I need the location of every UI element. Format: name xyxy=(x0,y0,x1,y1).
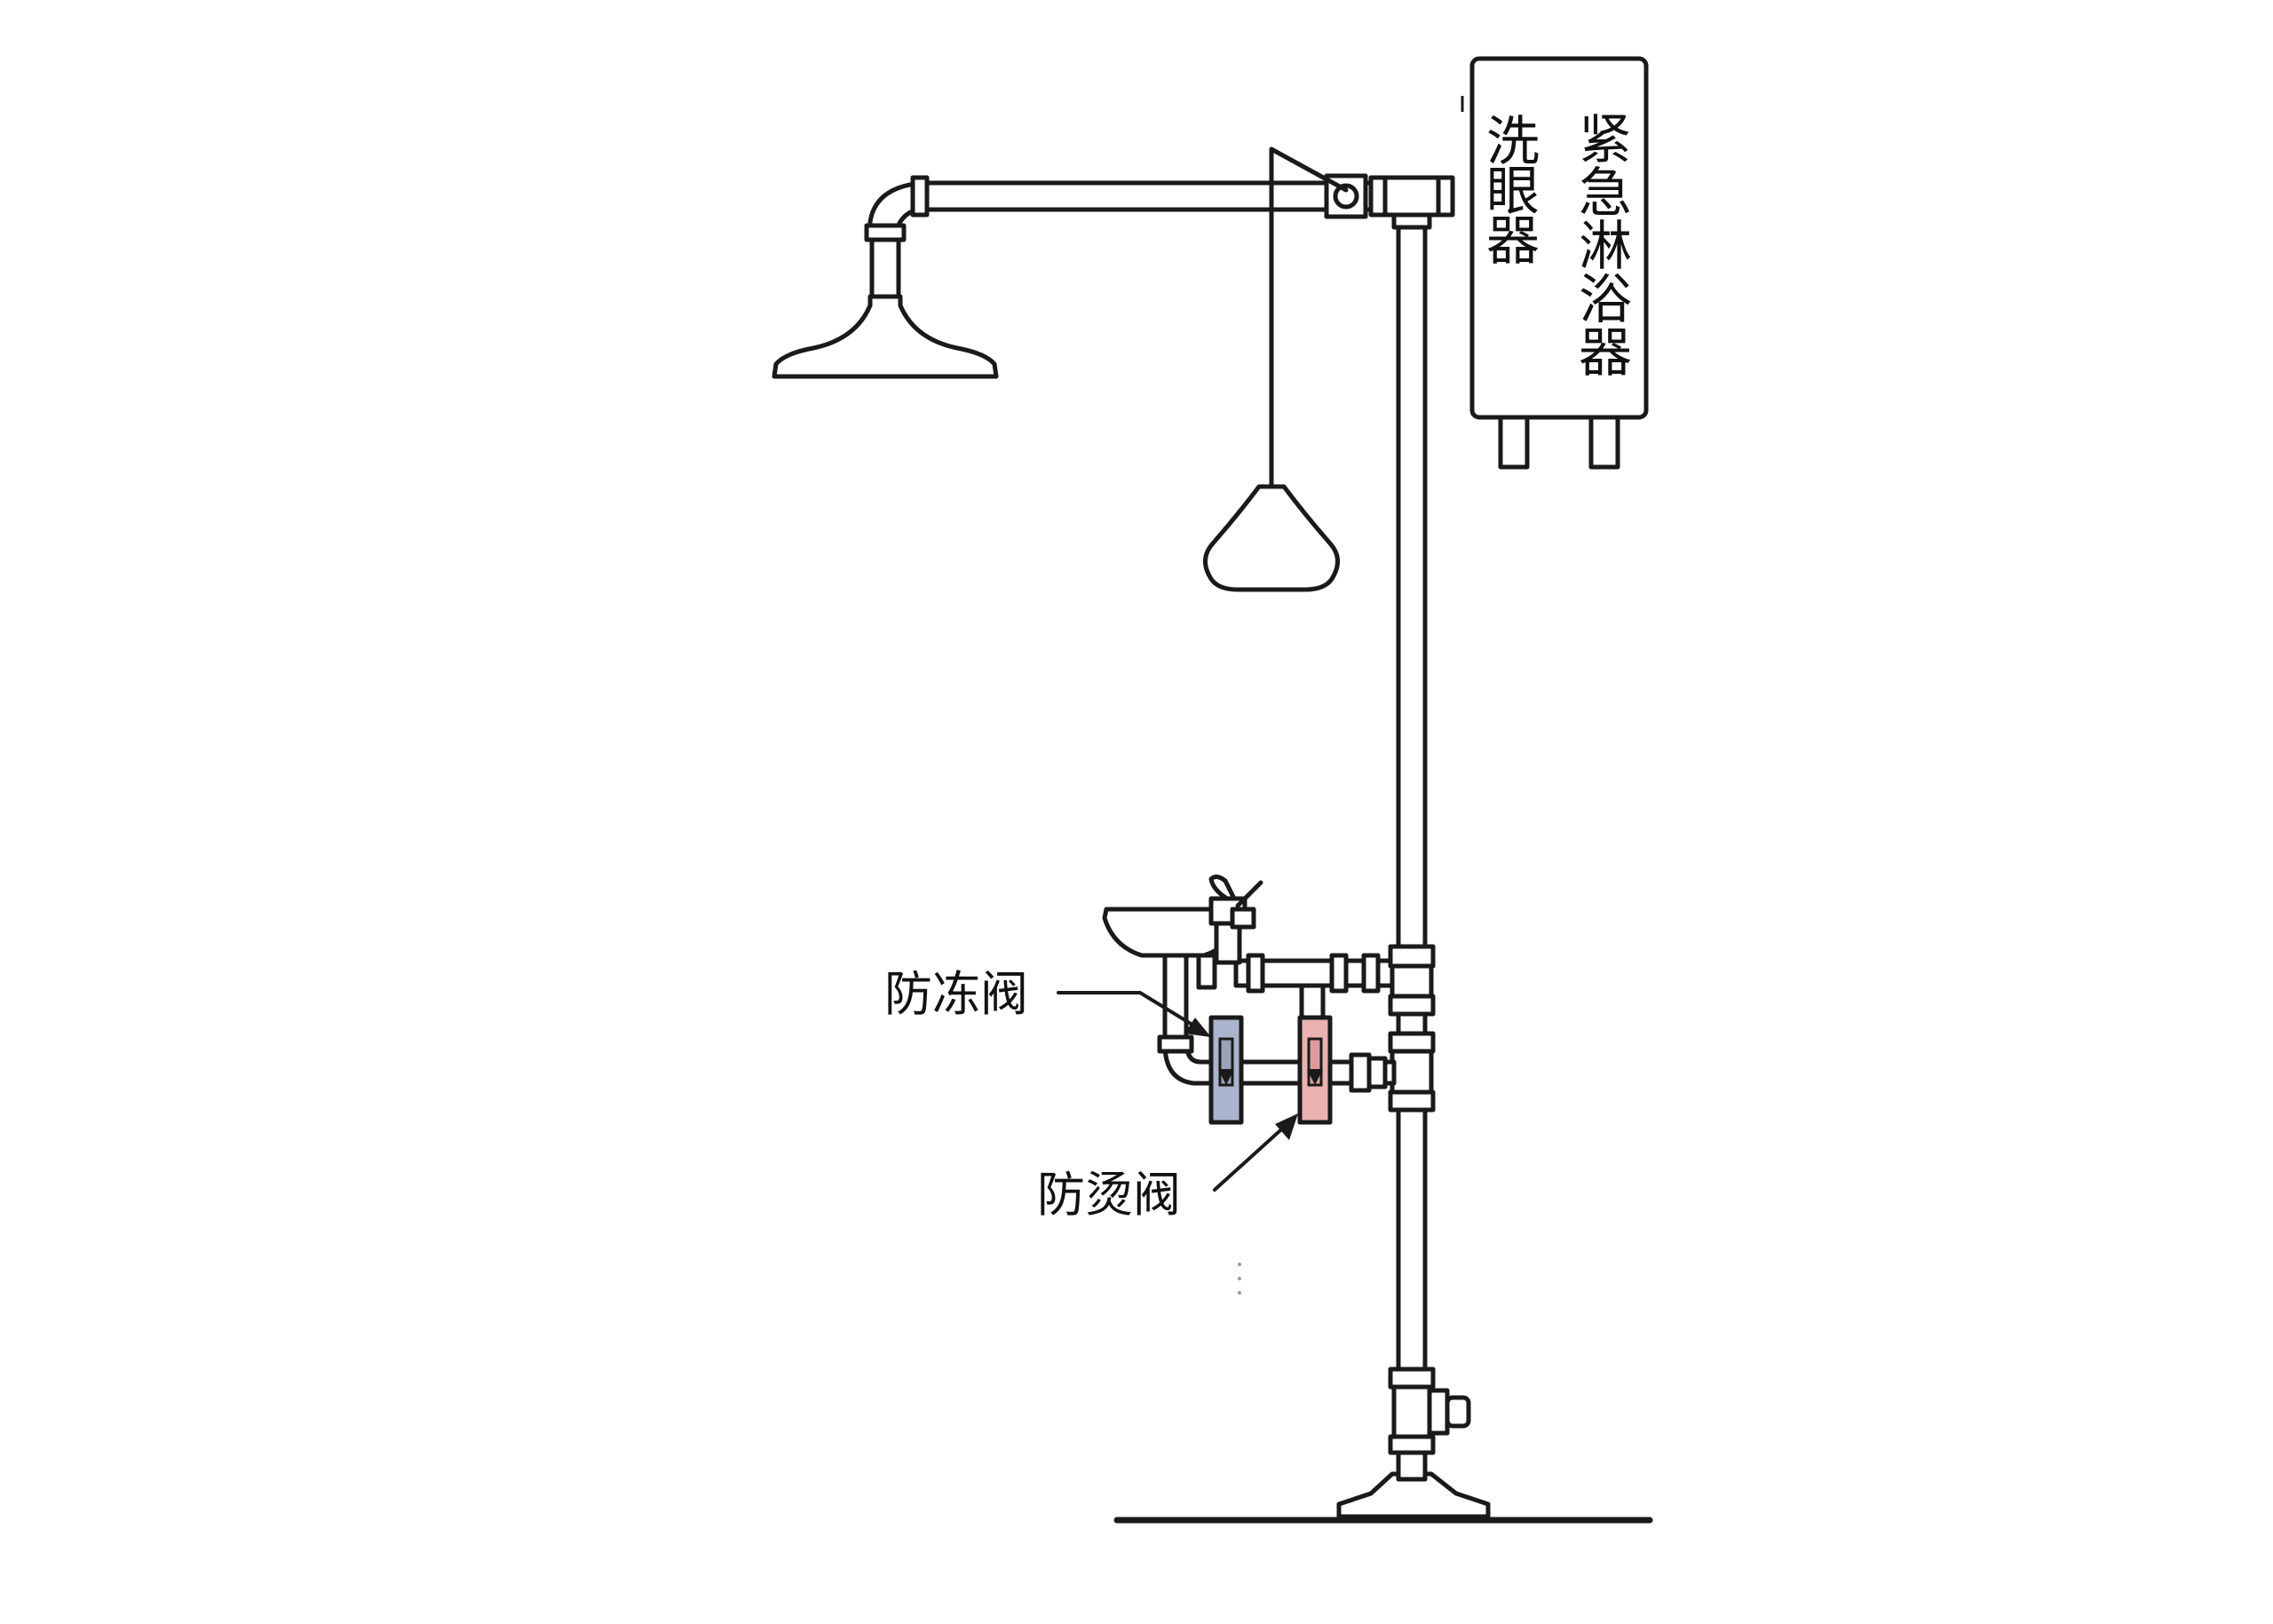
main-coupling-3 xyxy=(1388,1031,1436,1054)
top-coupling-right xyxy=(1436,175,1455,218)
antiscald-leader-arrow xyxy=(1275,1113,1298,1140)
shower-drop-pipe xyxy=(869,237,901,299)
eyewash-upper-coupling-c xyxy=(1361,953,1381,994)
stray-dot xyxy=(1238,1291,1241,1295)
top-tee xyxy=(1382,175,1441,218)
eyewash-valve-block xyxy=(1230,907,1256,930)
antiscald-arrow-icon xyxy=(1307,1069,1323,1085)
antifreeze-arrow-icon xyxy=(1218,1069,1234,1085)
main-tee-1 xyxy=(1390,963,1434,999)
eyewash-hand-valve xyxy=(1208,874,1237,901)
top-tee-branch xyxy=(1391,212,1432,230)
bottom-coupling xyxy=(1388,1367,1436,1390)
sign-mount-right xyxy=(1588,415,1620,470)
stray-dot xyxy=(1238,1277,1241,1280)
main-vertical-pipe xyxy=(1396,207,1428,1482)
bowl-stem xyxy=(1196,953,1217,990)
pull-lever xyxy=(1269,147,1349,193)
sign-mount-left xyxy=(1498,415,1530,470)
bottom-lower-coupling xyxy=(1388,1434,1436,1455)
antiscald-valve xyxy=(1297,1015,1333,1125)
antiscald-valve-label: 防烫阀 xyxy=(1037,1167,1181,1223)
antifreeze-valve-label: 防冻阀 xyxy=(884,966,1028,1022)
antiscald-leader xyxy=(1213,1121,1291,1192)
sign-box xyxy=(1469,56,1649,420)
antifreeze-valve xyxy=(1208,1015,1244,1125)
lower-valve-body xyxy=(1349,1052,1372,1093)
top-coupling-left xyxy=(1368,175,1388,218)
bottom-outlet xyxy=(1427,1388,1450,1436)
main-tee-2 xyxy=(1390,1049,1434,1095)
bottom-tee xyxy=(1391,1384,1432,1439)
eyewash-upper-coupling-b xyxy=(1329,953,1349,994)
elbow-coupling-top xyxy=(910,175,930,218)
sign-text: 紧急淋浴器 xyxy=(1579,109,1632,384)
main-coupling-1 xyxy=(1388,944,1436,969)
eyewash-upper-coupling-a xyxy=(1246,953,1265,994)
shower-head xyxy=(772,294,999,379)
bottom-outlet-cap xyxy=(1445,1395,1471,1429)
pull-handle xyxy=(1203,484,1340,592)
base-plate xyxy=(1336,1471,1491,1519)
drain-coupling xyxy=(1157,1034,1194,1054)
antifreeze-leader xyxy=(1057,991,1206,1034)
sign-title-vertical: 紧急淋浴器 xyxy=(1579,109,1632,384)
sign-subtitle-vertical: 洗眼器 xyxy=(1486,111,1540,273)
stray-dot xyxy=(1238,1263,1241,1266)
main-coupling-4 xyxy=(1388,1089,1436,1113)
eyewash-lever xyxy=(1235,880,1263,908)
sign-text: 洗眼器 xyxy=(1486,111,1540,273)
lower-valve-collar xyxy=(1366,1056,1388,1089)
main-coupling-2 xyxy=(1388,994,1436,1017)
shower-valve-knob xyxy=(1333,183,1359,210)
antifreeze-leader-arrow xyxy=(1184,1018,1211,1037)
